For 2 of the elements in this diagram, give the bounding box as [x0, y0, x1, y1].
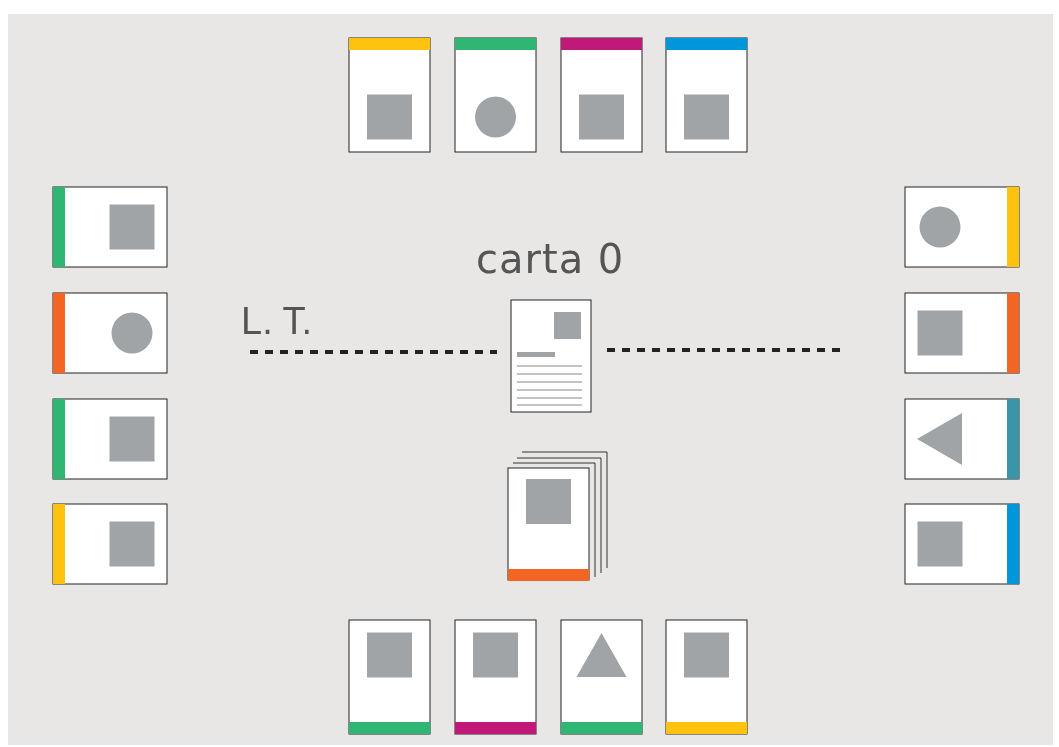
line-label: L. T.	[241, 300, 313, 343]
card-caption: carta 0	[476, 236, 625, 282]
